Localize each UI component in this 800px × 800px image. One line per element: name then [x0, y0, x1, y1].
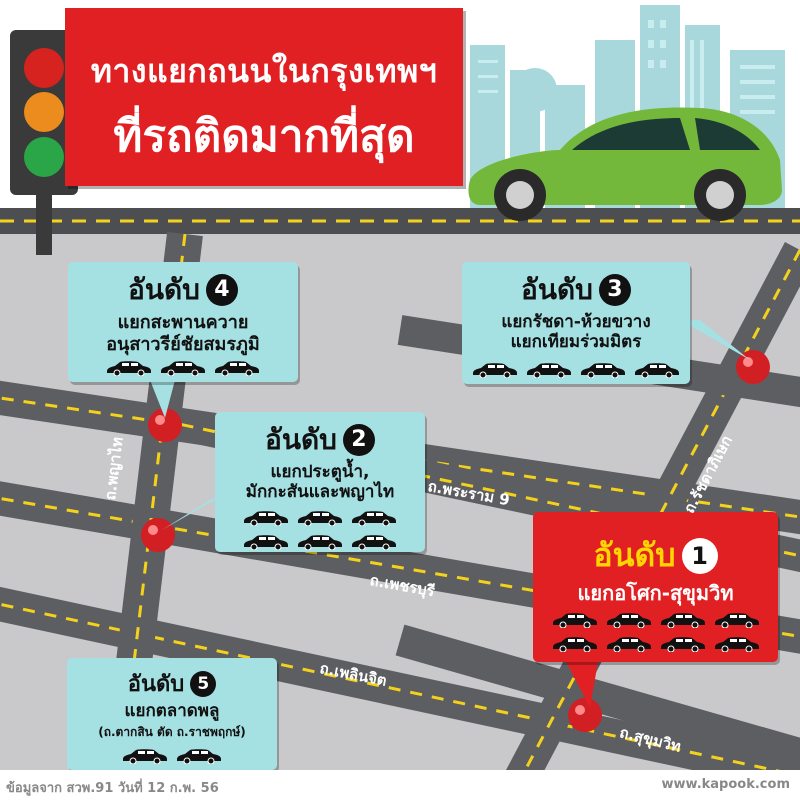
car-icon [605, 612, 653, 632]
car-icon [175, 748, 223, 768]
rank-label: อันดับ [521, 273, 593, 306]
title-banner: ทางแยกถนนในกรุงเทพฯ ที่รถติดมากที่สุด [65, 8, 463, 186]
rank-3-card: อันดับ 3 แยกรัชดา-ห้วยขวาง แยกเทียมร่วมม… [462, 262, 690, 384]
car-icon [605, 636, 653, 656]
car-row [112, 748, 232, 768]
rank-number: 2 [342, 424, 375, 456]
car-icon [105, 360, 153, 380]
car-icon [468, 107, 782, 221]
site-link[interactable]: www.kapook.com [661, 777, 791, 792]
rank-label: อันดับ [265, 423, 337, 456]
rank-label: อันดับ [127, 672, 185, 697]
rank-number: 5 [190, 670, 217, 697]
car-row [539, 612, 773, 656]
traffic-light-icon [10, 30, 78, 255]
car-icon [633, 362, 681, 382]
car-icon [213, 360, 261, 380]
rank-2-card: อันดับ 2 แยกประตูน้ำ, มักกะสันและพญาไท [215, 412, 425, 552]
rank-label: อันดับ [593, 536, 676, 574]
rank-number: 4 [205, 274, 238, 306]
rank-place-line: แยกตลาดพลู [124, 701, 220, 721]
rank-number: 3 [598, 274, 631, 306]
car-icon [242, 534, 290, 554]
car-icon [121, 748, 169, 768]
rank-5-card: อันดับ 5 แยกตลาดพลู (ถ.ตากสิน ตัด ถ.ราชพ… [67, 658, 277, 770]
car-icon [579, 362, 627, 382]
location-pin-icon [141, 350, 770, 732]
car-icon [471, 362, 519, 382]
car-icon [713, 612, 761, 632]
car-icon [551, 636, 599, 656]
rank-place-line: มักกะสันและพญาไท [245, 482, 395, 503]
title-line2: ที่รถติดมากที่สุด [113, 111, 415, 162]
car-icon [296, 510, 344, 530]
source-note: ข้อมูลจาก สวพ.91 วันที่ 12 ก.พ. 56 [6, 781, 219, 796]
car-row [221, 510, 419, 554]
rank-place-line: อนุสาวรีย์ชัยสมรภูมิ [106, 333, 260, 355]
title-line1: ทางแยกถนนในกรุงเทพฯ [90, 52, 438, 90]
car-icon [242, 510, 290, 530]
car-row [88, 360, 278, 380]
rank-place-line: แยกอโศก-สุขุมวิท [577, 581, 734, 605]
car-icon [713, 636, 761, 656]
rank-place-line: แยกรัชดา-ห้วยขวาง [501, 312, 651, 332]
rank-place-line: แยกสะพานควาย [117, 312, 249, 333]
car-icon [659, 636, 707, 656]
car-icon [659, 612, 707, 632]
rank-4-card: อันดับ 4 แยกสะพานควาย อนุสาวรีย์ชัยสมรภู… [68, 262, 298, 382]
rank-1-card: อันดับ 1 แยกอโศก-สุขุมวิท [533, 512, 778, 662]
rank-place-line: (ถ.ตากสิน ตัด ถ.ราชพฤกษ์) [98, 725, 246, 740]
car-icon [159, 360, 207, 380]
car-icon [551, 612, 599, 632]
car-icon [350, 534, 398, 554]
car-row [470, 362, 682, 382]
rank-place-line: แยกประตูน้ำ, [270, 462, 370, 482]
footer: ข้อมูลจาก สวพ.91 วันที่ 12 ก.พ. 56 www.k… [0, 770, 800, 800]
rank-place-line: แยกเทียมร่วมมิตร [510, 332, 642, 353]
car-icon [296, 534, 344, 554]
car-icon [350, 510, 398, 530]
rank-number: 1 [681, 537, 718, 574]
car-icon [525, 362, 573, 382]
rank-label: อันดับ [128, 273, 200, 306]
